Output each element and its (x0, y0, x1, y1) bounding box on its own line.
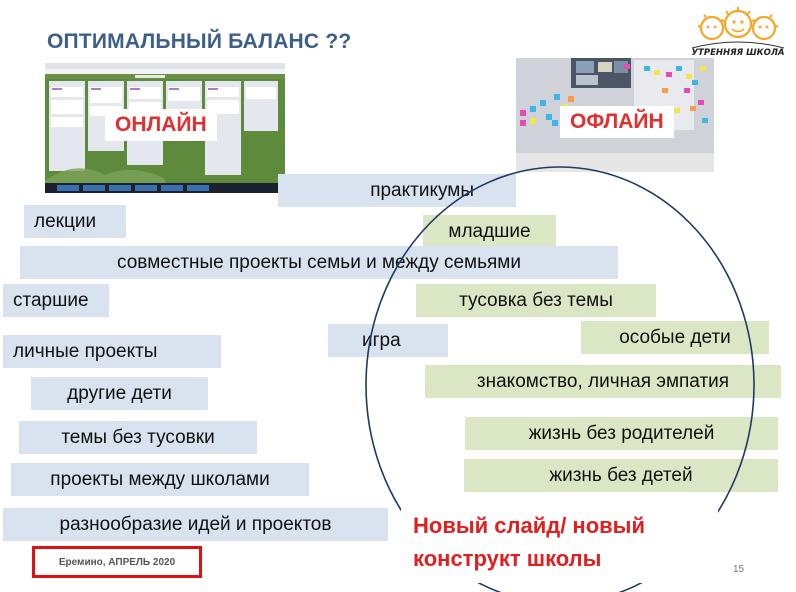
school-logo: УТРЕННЯЯ ШКОЛА (688, 6, 788, 64)
new-slide-callout: Новый слайд/ новый конструкт школы (401, 503, 718, 583)
slide-title: ОПТИМАЛЬНЫЙ БАЛАНС ?? (47, 30, 352, 53)
offline-photo: ОФЛАЙН (516, 58, 714, 172)
chip-temy: темы без тусовки (19, 421, 257, 454)
chip-raznoobrazie: разнообразие идей и проектов (3, 508, 388, 541)
online-screenshot: ОНЛАЙН (45, 63, 285, 193)
chip-mladshie: младшие (423, 215, 556, 248)
chip-znakomstvo: знакомство, личная эмпатия (425, 365, 781, 398)
logo-text: УТРЕННЯЯ ШКОЛА (692, 48, 785, 58)
chip-proekty-mezhdu: проекты между школами (11, 463, 309, 496)
chip-igra: игра (328, 324, 448, 357)
chip-zhizn-bez-detey: жизнь без детей (464, 459, 778, 492)
offline-label: ОФЛАЙН (560, 106, 674, 138)
chip-lichnye: личные проекты (3, 335, 221, 368)
chip-osobye: особые дети (581, 321, 769, 354)
chip-starshie: старшие (3, 284, 109, 317)
chip-drugie: другие дети (31, 377, 208, 410)
chip-tusovka: тусовка без темы (416, 284, 656, 317)
online-label: ОНЛАЙН (105, 109, 217, 141)
chip-lektsii: лекции (24, 205, 126, 238)
page-number: 15 (733, 564, 745, 575)
chip-praktikumy: практикумы (278, 174, 516, 207)
footer-location-date: Еремино, АПРЕЛЬ 2020 (32, 546, 202, 578)
chip-zhizn-bez-roditeley: жизнь без родителей (465, 417, 778, 450)
chip-sovmestnye: совместные проекты семьи и между семьями (20, 246, 618, 279)
